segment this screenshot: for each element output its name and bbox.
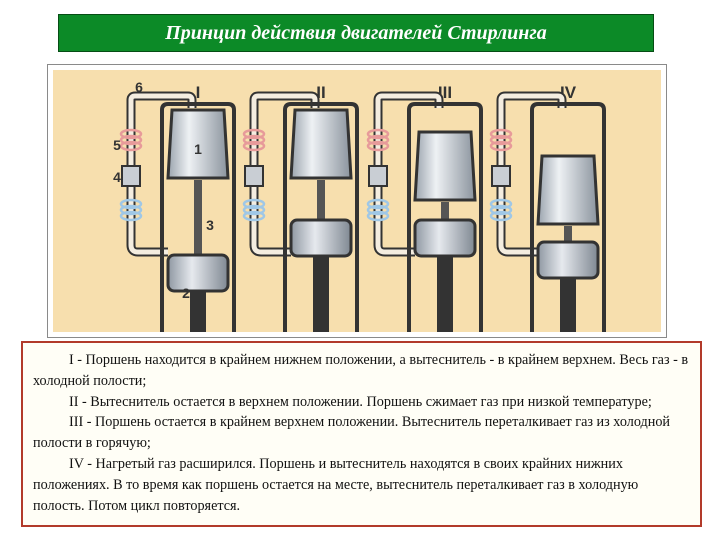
heater-coil [366,128,390,140]
piston-rod [437,256,453,332]
heater-coil [242,128,266,140]
displacer [413,130,477,202]
stage-3: III [366,83,483,332]
page-title: Принцип действия двигателей Стирлинга [165,21,547,44]
cylinder-wall [407,102,483,332]
cooler-coil [242,204,266,216]
caption-stage-4: IV - Нагретый газ расширился. Поршень и … [33,455,639,514]
heater-coil [366,140,390,152]
heater-coil [119,140,143,152]
power-piston [536,240,600,280]
caption-stage-2: II - Вытеснитель остается в верхнем поло… [69,393,652,410]
part-number-3: 3 [206,217,214,233]
caption-stage-1: I - Поршень находится в крайнем нижнем п… [33,352,689,389]
piston-rod [560,278,576,332]
stage-numeral: II [316,83,325,102]
heater-coil [242,134,266,146]
part-number-1: 1 [194,141,202,157]
gas-tube-inner [128,93,195,255]
part-number-5: 5 [113,137,121,153]
cooler-coil [242,210,266,222]
stage-4: IV [489,83,606,332]
displacer [166,108,230,180]
part-number-4: 4 [113,169,121,185]
stage-1: I [119,83,236,332]
heater-coil [489,128,513,140]
title-banner: Принцип действия двигателей Стирлинга [58,14,654,52]
heater-coil [119,134,143,146]
heater-coil [119,128,143,140]
power-piston [166,253,230,293]
heater-coil [242,140,266,152]
regenerator [368,165,388,187]
caption-stage-3: III - Поршень остается в крайнем верхнем… [33,414,671,452]
cooler-coil [489,204,513,216]
cooler-coil [489,198,513,210]
heater-coil [366,134,390,146]
piston-rod [313,256,329,332]
cooler-coil [119,210,143,222]
part-number-2: 2 [182,285,190,301]
caption-box: I - Поршень находится в крайнем нижнем п… [21,341,702,527]
power-piston [413,218,477,258]
stage-2: II [242,83,359,332]
regenerator [244,165,264,187]
regenerator [491,165,511,187]
cylinder-wall [283,102,359,332]
gas-tube-inner [251,93,318,255]
cooler-coil [366,204,390,216]
power-piston [289,218,353,258]
stage-numeral: I [196,83,201,102]
cylinder-wall [160,102,236,332]
gas-tube-inner [498,93,565,255]
cooler-coil [366,198,390,210]
heater-coil [489,134,513,146]
cylinder-wall [530,102,606,332]
cooler-coil [366,210,390,222]
heater-coil [489,140,513,152]
cooler-coil [119,198,143,210]
regenerator [121,165,141,187]
piston-rod [190,291,206,332]
cooler-coil [489,210,513,222]
displacer [289,108,353,180]
displacer [536,154,600,226]
cooler-coil [119,204,143,216]
gas-tube-inner [375,93,442,255]
cooler-coil [242,198,266,210]
part-number-6: 6 [135,79,143,95]
